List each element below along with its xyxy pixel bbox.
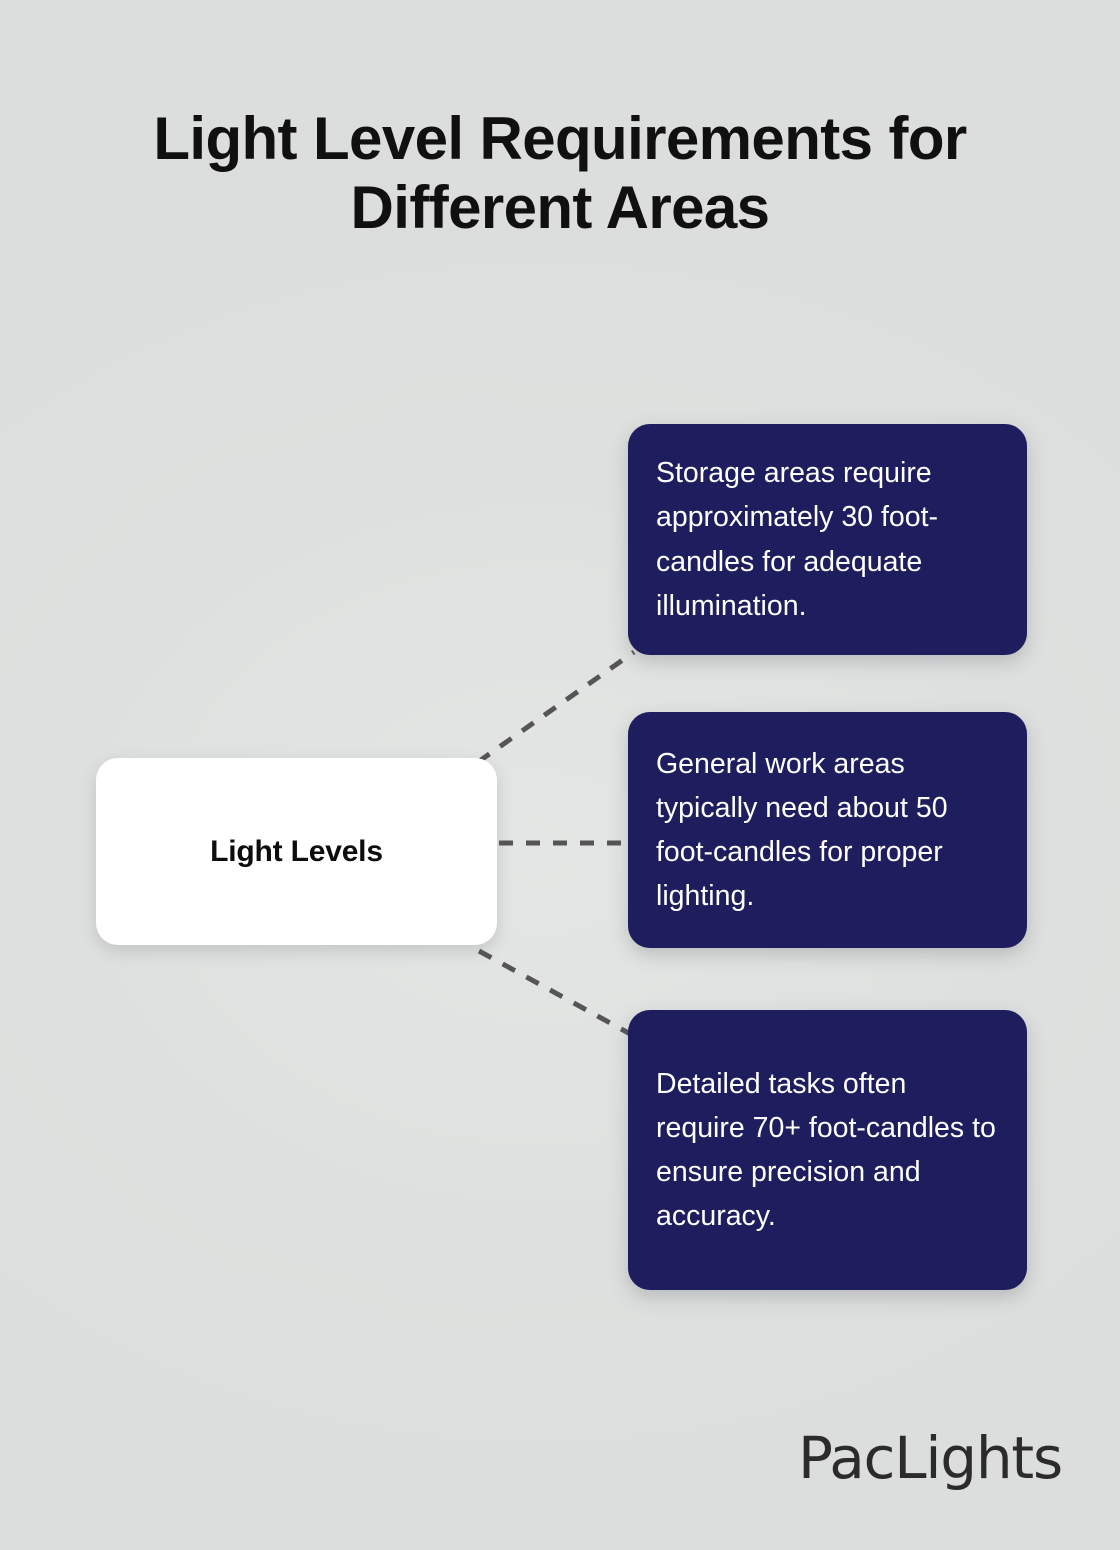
central-node-label: Light Levels: [210, 834, 383, 868]
page-title: Light Level Requirements for Different A…: [153, 105, 967, 241]
branch-card-general-work-areas[interactable]: General work areas typically need about …: [628, 712, 1027, 948]
central-node[interactable]: Light Levels: [96, 758, 497, 945]
branch-card-text: Detailed tasks often require 70+ foot-ca…: [656, 1067, 996, 1233]
branch-card-text: General work areas typically need about …: [656, 747, 948, 913]
branch-card-storage-areas[interactable]: Storage areas require approximately 30 f…: [628, 424, 1027, 655]
brand-logo: PacLights: [798, 1424, 1063, 1492]
branch-card-text: Storage areas require approximately 30 f…: [656, 457, 938, 622]
branch-card-detailed-tasks[interactable]: Detailed tasks often require 70+ foot-ca…: [628, 1010, 1027, 1290]
